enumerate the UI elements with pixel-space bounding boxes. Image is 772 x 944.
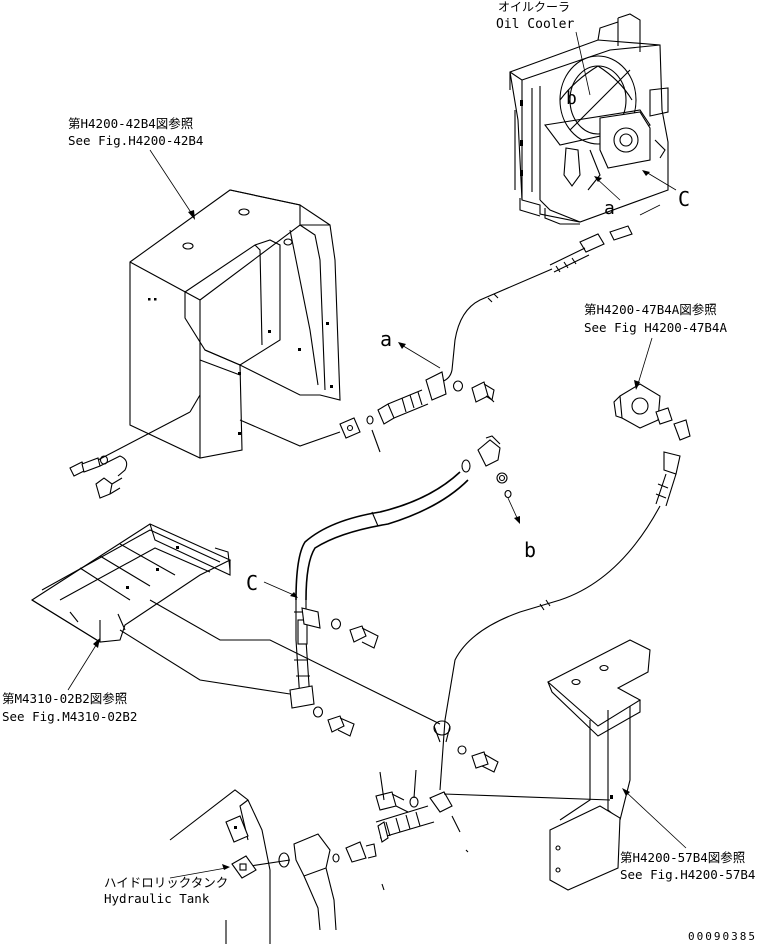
drawing-number: 00090385 [688,930,757,943]
callout-b-cooler: b [566,88,577,109]
tank-elbow [249,833,337,931]
frame-assembly [30,523,232,643]
right-hose-clamp [433,720,499,773]
ref-57b4-en-label: See Fig.H4200-57B4 [620,867,755,882]
callout-c-mid: C [246,571,258,595]
right-hose [439,451,681,791]
oil-cooler-jp-label: オイルクーラ [498,0,570,14]
callout-c-top: C [678,187,690,211]
middle-pipe-clamp [339,371,495,453]
ref-57b4-jp-label: 第H4200-57B4図参照 [620,850,745,865]
cooler-fittings [549,204,661,273]
ref-47b4a-en-label: See Fig H4200-47B4A [584,320,727,335]
callout-a-top: a [604,198,615,219]
callout-b-mid: b [524,538,536,562]
ref-42b4-en-label: See Fig.H4200-42B4 [68,133,203,148]
cover-assembly [129,189,341,459]
hose-clip-c [301,607,379,649]
callout-a-mid: a [380,327,392,351]
hyd-tank-en-label: Hydraulic Tank [104,891,210,906]
ref-47b4a-jp-label: 第H4200-47B4A図参照 [584,302,717,317]
cover-bolt-left [69,394,201,499]
ref-42b4-jp-label: 第H4200-42B4図参照 [68,116,193,131]
ref-02b2-en-label: See Fig.M4310-02B2 [2,709,137,724]
ref-02b2-jp-label: 第M4310-02B2図参照 [2,691,127,706]
hyd-tank-jp-label: ハイドロリックタンク [104,875,228,890]
bracket-57b4 [547,639,651,891]
hydraulic-tank [169,789,271,944]
lower-hose-clip [289,685,355,737]
right-valve-assembly [613,383,691,441]
bottom-connector-assembly [332,769,611,891]
oil-cooler-en-label: Oil Cooler [496,17,574,32]
elbow-fitting [461,435,520,524]
oil-cooler-assembly [509,13,669,225]
